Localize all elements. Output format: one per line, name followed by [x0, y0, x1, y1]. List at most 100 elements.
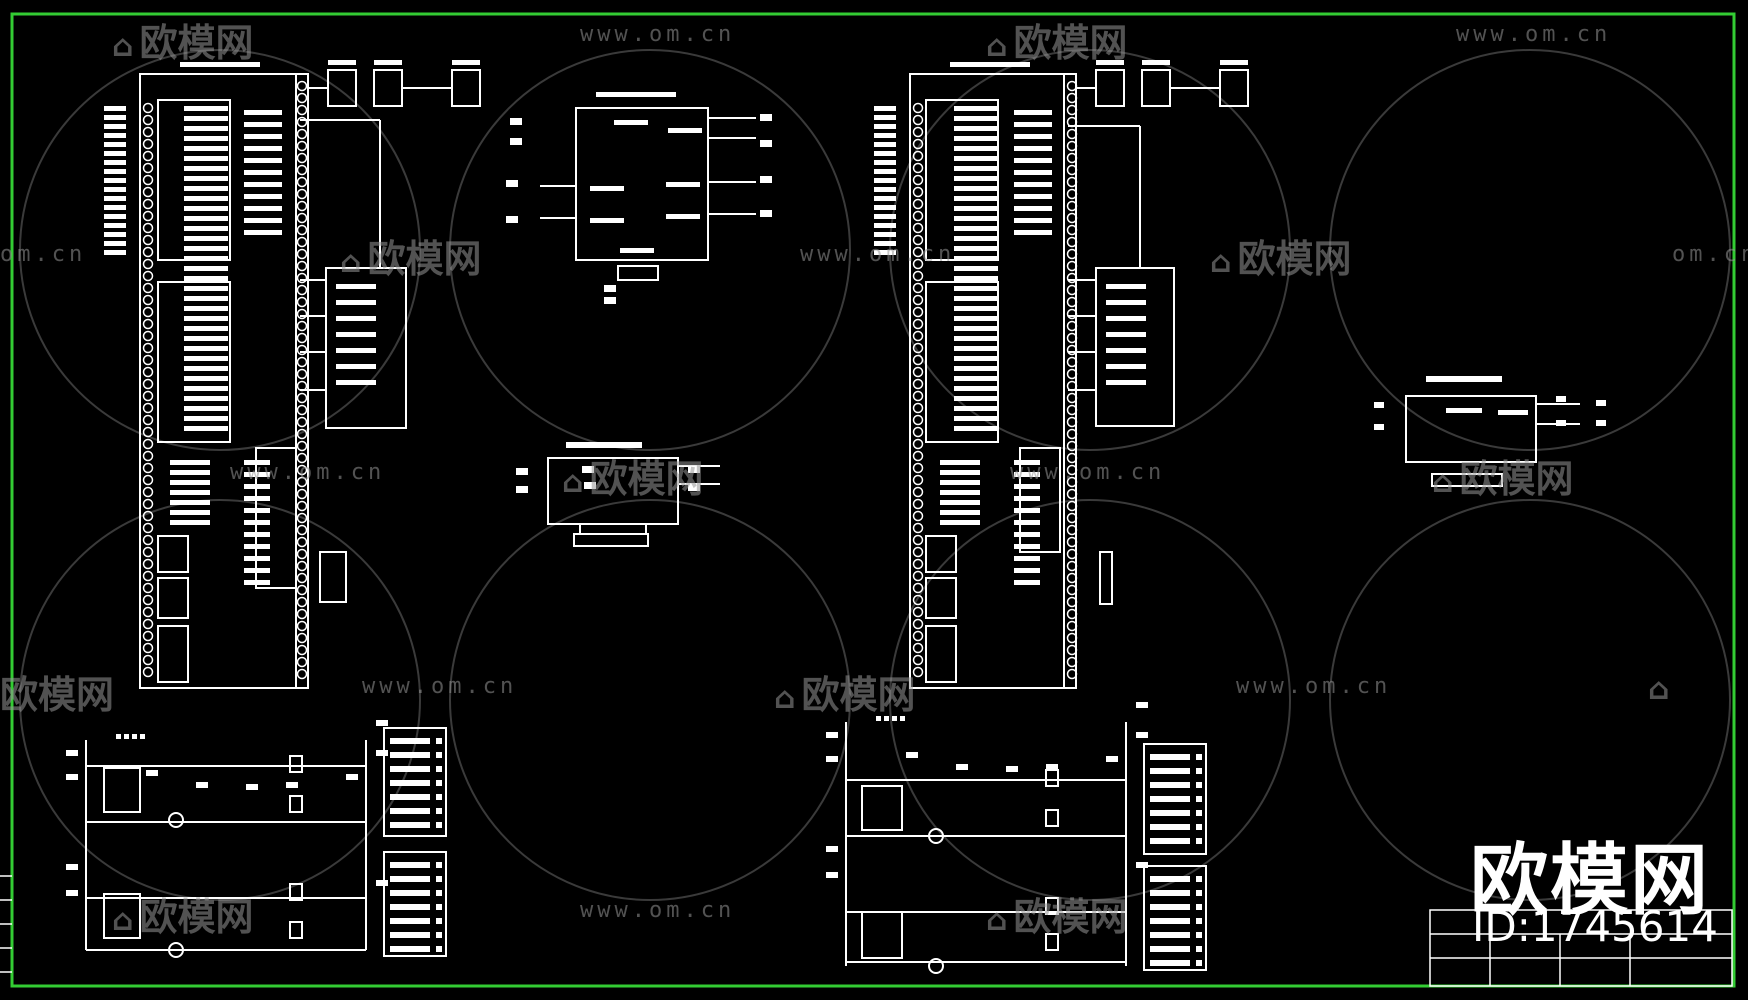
label-bar: [244, 520, 270, 525]
label-bar: [954, 306, 998, 311]
terminal-pin: [912, 606, 924, 618]
label-bar: [1150, 876, 1190, 882]
terminal-pin: [142, 234, 154, 246]
label-bar: [436, 862, 442, 868]
terminal-pin: [912, 450, 924, 462]
terminal-pin: [1066, 332, 1078, 344]
label-bar: [1196, 946, 1202, 952]
label-bar: [954, 336, 998, 341]
label-bar: [1106, 364, 1146, 369]
terminal-pin: [142, 366, 154, 378]
label-bar: [116, 734, 121, 739]
label-bar: [1498, 410, 1528, 415]
terminal-pin: [296, 140, 308, 152]
terminal-pin: [296, 596, 308, 608]
label-bar: [1106, 348, 1146, 353]
label-bar: [184, 266, 228, 271]
terminal-pin: [1066, 428, 1078, 440]
terminal-pin: [142, 390, 154, 402]
label-bar: [436, 822, 442, 828]
label-bar: [506, 216, 518, 223]
label-bar: [104, 169, 126, 174]
terminal-pin: [296, 476, 308, 488]
label-bar: [900, 716, 905, 721]
terminal-pin: [1066, 596, 1078, 608]
terminal-pin: [142, 222, 154, 234]
terminal-pin: [1066, 152, 1078, 164]
label-bar: [184, 336, 228, 341]
label-bar: [1014, 532, 1040, 537]
label-bar: [1150, 810, 1190, 816]
terminal-pin: [296, 428, 308, 440]
label-bar: [180, 62, 260, 67]
terminal-pin: [912, 438, 924, 450]
terminal-pin: [142, 186, 154, 198]
label-bar: [436, 876, 442, 882]
label-bar: [954, 146, 998, 151]
label-bar: [1374, 424, 1384, 430]
label-bar: [1136, 862, 1148, 868]
terminal-pin: [296, 80, 308, 92]
label-bar: [244, 170, 282, 175]
terminal-pin: [296, 584, 308, 596]
terminal-pin: [1066, 128, 1078, 140]
label-bar: [132, 734, 137, 739]
terminal-pin: [296, 488, 308, 500]
terminal-pin: [1066, 248, 1078, 260]
label-bar: [1014, 472, 1040, 477]
terminal-pin: [1066, 668, 1078, 680]
terminal-pin: [1066, 608, 1078, 620]
terminal-pin: [1066, 92, 1078, 104]
label-bar: [184, 326, 228, 331]
terminal-pin: [142, 354, 154, 366]
terminal-pin: [142, 138, 154, 150]
label-bar: [390, 946, 430, 952]
label-bar: [950, 62, 1030, 67]
terminal-pin: [296, 548, 308, 560]
label-bar: [906, 752, 918, 758]
terminal-pin: [912, 294, 924, 306]
label-bar: [1150, 904, 1190, 910]
label-bar: [614, 120, 648, 125]
terminal-pin: [912, 306, 924, 318]
label-bar: [1014, 580, 1040, 585]
terminal-pin: [1066, 308, 1078, 320]
terminal-pin: [1066, 320, 1078, 332]
terminal-pin: [142, 510, 154, 522]
label-bar: [1014, 218, 1052, 223]
label-bar: [688, 484, 700, 491]
label-bar: [436, 808, 442, 814]
terminal-pin: [912, 246, 924, 258]
label-bar: [954, 266, 998, 271]
terminal-pin: [142, 438, 154, 450]
label-bar: [1136, 702, 1148, 708]
label-bar: [184, 316, 228, 321]
label-bar: [390, 822, 430, 828]
terminal-pin: [142, 258, 154, 270]
terminal-pin: [142, 342, 154, 354]
terminal-pin: [142, 558, 154, 570]
label-bar: [104, 241, 126, 246]
label-bar: [104, 106, 126, 111]
terminal-pin: [1066, 188, 1078, 200]
label-bar: [1106, 300, 1146, 305]
terminal-pin: [912, 414, 924, 426]
label-bar: [1014, 122, 1052, 127]
label-bar: [1006, 766, 1018, 772]
label-bar: [124, 734, 129, 739]
terminal-pin: [296, 344, 308, 356]
label-bar: [510, 118, 522, 125]
label-bar: [954, 416, 998, 421]
label-bar: [1196, 838, 1202, 844]
label-bar: [604, 285, 616, 292]
terminal-pin: [912, 342, 924, 354]
terminal-pin: [1066, 380, 1078, 392]
label-bar: [436, 794, 442, 800]
label-bar: [954, 286, 998, 291]
label-bar: [1014, 544, 1040, 549]
label-bar: [940, 480, 980, 485]
label-bar: [104, 178, 126, 183]
terminal-pin: [296, 332, 308, 344]
terminal-pin: [912, 570, 924, 582]
